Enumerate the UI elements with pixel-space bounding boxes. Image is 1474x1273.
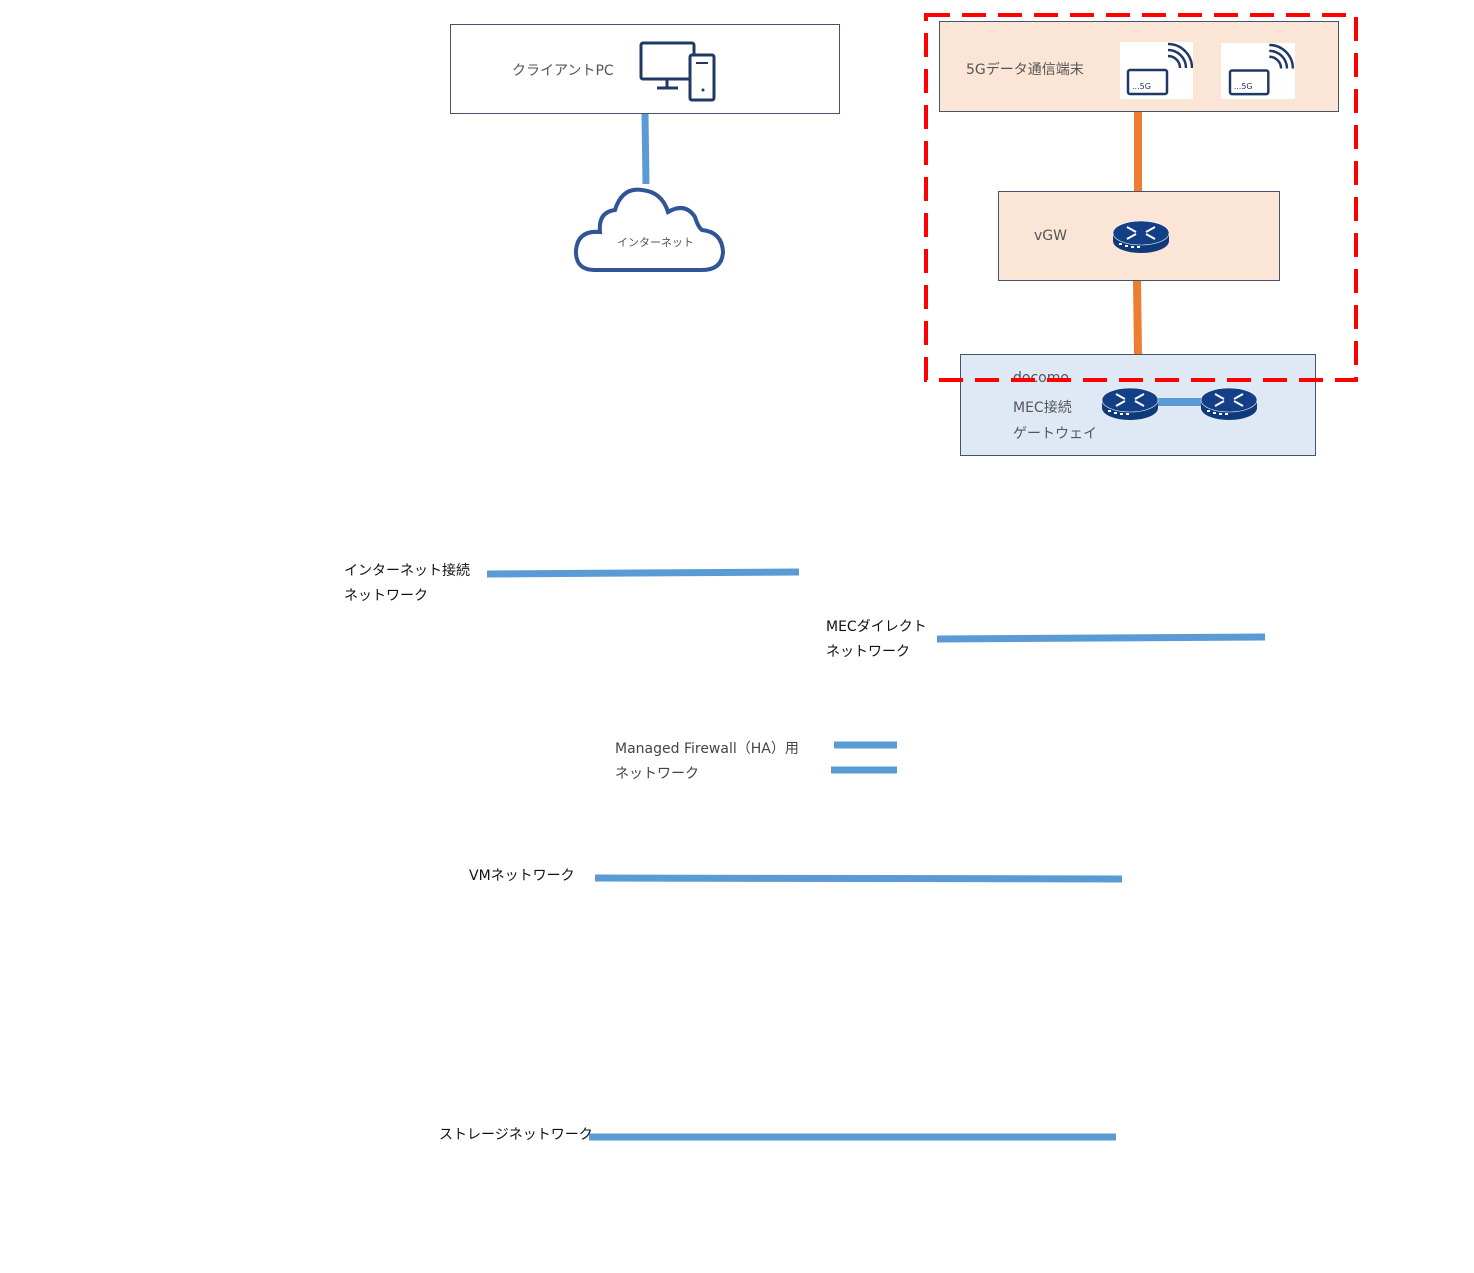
vm-network-label: VMネットワーク xyxy=(469,868,575,884)
cloud-icon xyxy=(573,187,726,272)
vgw-mec-link xyxy=(1133,280,1142,355)
label-line: ネットワーク xyxy=(615,766,699,782)
mec-gateway-label-2: MEC接続 xyxy=(1013,400,1072,416)
label-line: ネットワーク xyxy=(826,644,910,660)
router-icon xyxy=(1200,387,1258,421)
vm-network-line xyxy=(594,874,1123,883)
5g-router-icon: ...5G xyxy=(1120,42,1194,99)
5g-terminal-label: 5Gデータ通信端末 xyxy=(966,62,1084,78)
mec-direct-network-label: MECダイレクト ネットワーク xyxy=(826,615,927,665)
label-line: インターネット接続 xyxy=(344,563,470,579)
internet-label: インターネット xyxy=(617,236,694,249)
client-pc-box xyxy=(450,24,840,114)
pc-internet-link xyxy=(641,113,650,185)
vgw-label: vGW xyxy=(1034,228,1067,244)
client-pc-label: クライアントPC xyxy=(512,63,614,79)
router-icon xyxy=(1112,220,1170,254)
internet-network-label: インターネット接続 ネットワーク xyxy=(344,559,470,609)
mec-gateway-label-3: ゲートウェイ xyxy=(1013,426,1097,442)
label-line: MECダイレクト xyxy=(826,619,927,635)
desktop-computer-icon xyxy=(639,41,716,102)
device-text: ...5G xyxy=(1132,82,1151,91)
label-line: ネットワーク xyxy=(344,588,428,604)
device-text: ...5G xyxy=(1234,82,1253,91)
label-line: Managed Firewall（HA）用 xyxy=(615,741,799,757)
5g-boundary xyxy=(924,13,1358,382)
storage-network-label: ストレージネットワーク xyxy=(439,1127,593,1143)
5g-router-icon: ...5G xyxy=(1221,43,1295,99)
router-icon xyxy=(1101,387,1159,421)
mec-direct-network-line xyxy=(936,633,1266,643)
firewall-ha-network-label: Managed Firewall（HA）用 ネットワーク xyxy=(615,737,799,787)
internet-network-line xyxy=(486,568,800,578)
